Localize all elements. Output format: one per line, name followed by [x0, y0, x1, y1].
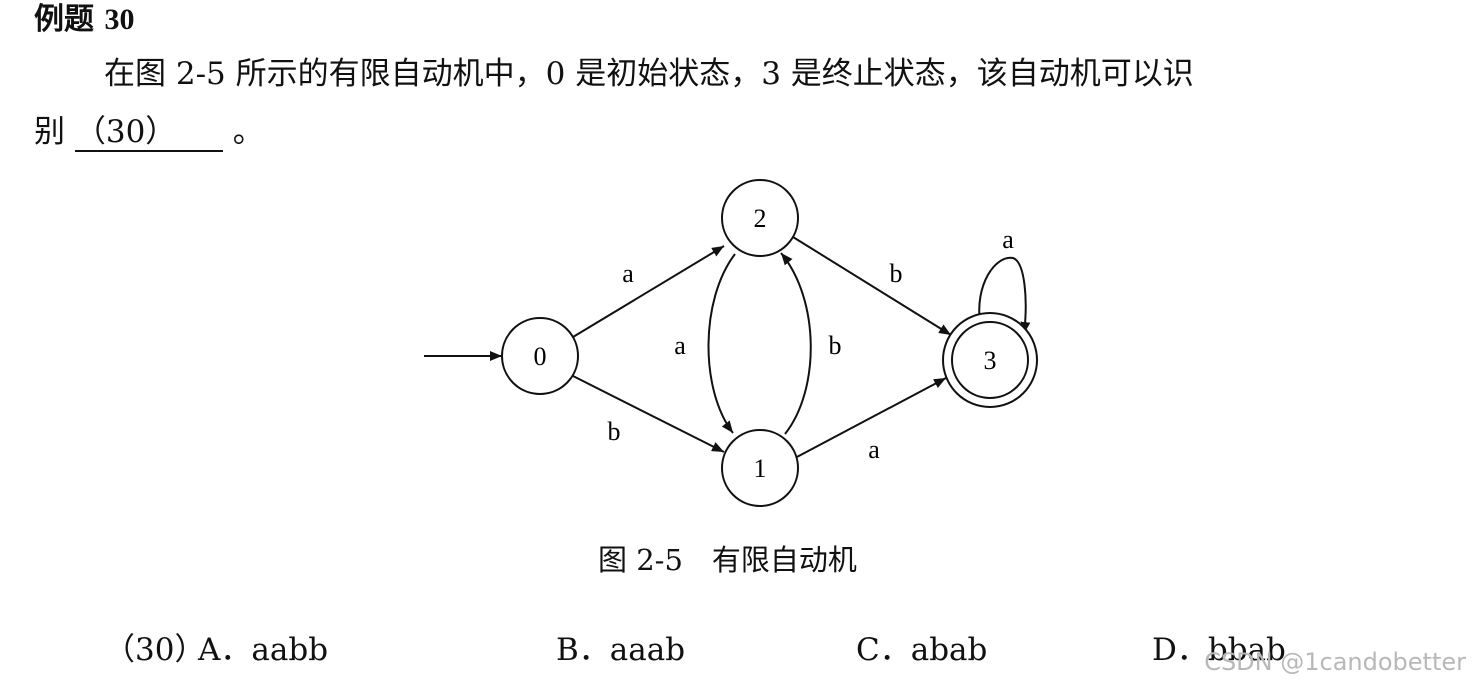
state-0-label: 0: [534, 342, 547, 371]
answer-blank: （30）: [74, 114, 223, 152]
state-3: 3: [942, 312, 1038, 408]
watermark: CSDN @1candobetter: [1204, 648, 1466, 676]
state-2-label: 2: [754, 204, 767, 233]
question-line-2-end: 。: [232, 114, 264, 150]
example-title-number: 30: [104, 3, 135, 36]
state-2: 2: [721, 179, 799, 257]
edge-1-3: [794, 377, 947, 459]
edge-label-1-3: a: [868, 435, 880, 464]
edge-label-0-1: b: [608, 417, 621, 446]
question-line-2: 别 （30） 。: [34, 110, 264, 154]
example-title-label: 例题: [34, 2, 94, 37]
edge-label-2-3: b: [890, 259, 903, 288]
example-title: 例题 30: [34, 2, 134, 38]
figure-caption: 图 2-5 有限自动机: [598, 543, 857, 577]
state-3-label: 3: [984, 346, 997, 375]
state-1: 1: [721, 429, 799, 507]
edge-3-3: [978, 256, 1031, 335]
options-prefix: （30）: [104, 632, 206, 668]
option-a: A．aabb: [198, 632, 329, 668]
edge-label-1-2: b: [829, 331, 842, 360]
question-line-2-start: 别: [34, 114, 65, 150]
option-d: D．bbab: [1152, 632, 1286, 668]
edge-2-3: [792, 236, 952, 336]
question-line-1: 在图 2-5 所示的有限自动机中，0 是初始状态，3 是终止状态，该自动机可以识: [104, 56, 1194, 92]
edge-0-1: [572, 375, 725, 453]
edge-0-2: [572, 245, 725, 338]
edge-label-0-2: a: [622, 259, 634, 288]
option-c: C．abab: [856, 632, 988, 668]
edge-label-3-3: a: [1002, 225, 1014, 254]
state-1-label: 1: [754, 454, 767, 483]
state-0: 0: [501, 317, 579, 395]
edge-1-2: [780, 252, 812, 435]
edge-label-2-1: a: [674, 331, 686, 360]
option-b: B．aaab: [556, 632, 686, 668]
edge-2-1: [707, 253, 736, 434]
